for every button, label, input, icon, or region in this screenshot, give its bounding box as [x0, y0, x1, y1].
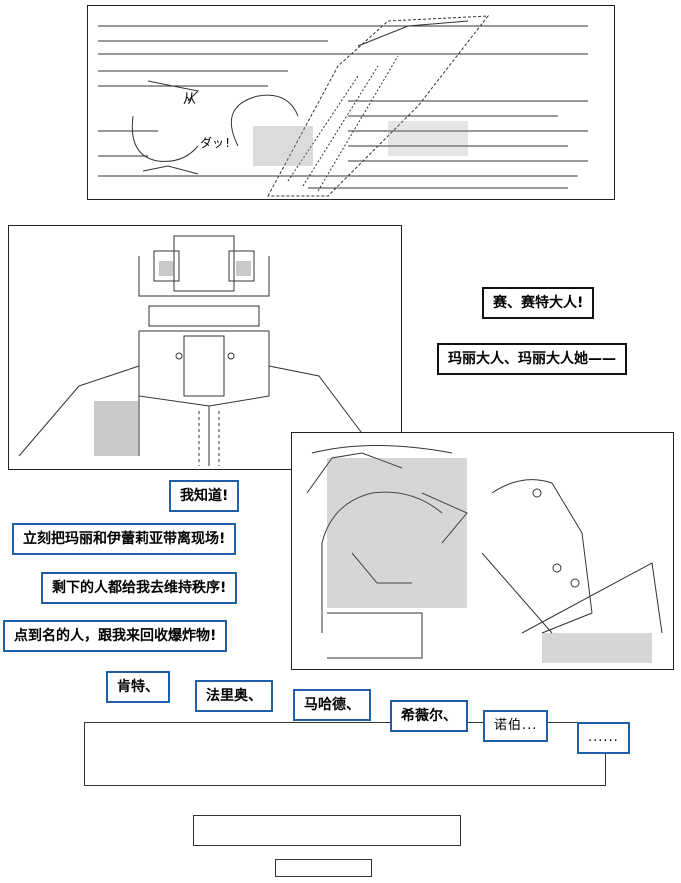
- sfx-dash: ダッ!: [200, 136, 232, 150]
- speech-bubble-line5: 剩下的人都给我去维持秩序!: [41, 572, 238, 604]
- panel-dash-action: 从 ダッ!: [87, 5, 615, 200]
- name-bubble-4: 希薇尔、: [390, 700, 468, 732]
- panel-armored-figure: [8, 225, 402, 470]
- name-bubble-1: 肯特、: [106, 671, 170, 703]
- name-bubble-2: 法里奥、: [195, 680, 273, 712]
- name-bubble-5: 诺伯...: [483, 710, 549, 742]
- empty-frame-medium: [193, 815, 461, 846]
- sfx-cong: 从: [183, 92, 197, 107]
- ascii-art-caped-figure: [306, 445, 663, 663]
- speech-bubble-line2: 玛丽大人、玛丽大人她——: [437, 343, 627, 375]
- name-bubble-6: ......: [577, 722, 630, 754]
- empty-frame-small: [275, 859, 372, 877]
- ascii-art-dash-figure: [98, 15, 588, 197]
- ascii-art-armored-figure: [18, 235, 380, 466]
- speech-bubble-line1: 赛、赛特大人!: [482, 287, 595, 319]
- name-bubble-3: 马哈德、: [293, 689, 371, 721]
- speech-bubble-line4: 立刻把玛丽和伊蕾莉亚带离现场!: [12, 523, 237, 555]
- panel-caped-figure: [291, 432, 674, 670]
- speech-bubble-line3: 我知道!: [169, 480, 240, 512]
- speech-bubble-line6: 点到名的人，跟我来回收爆炸物!: [3, 620, 228, 652]
